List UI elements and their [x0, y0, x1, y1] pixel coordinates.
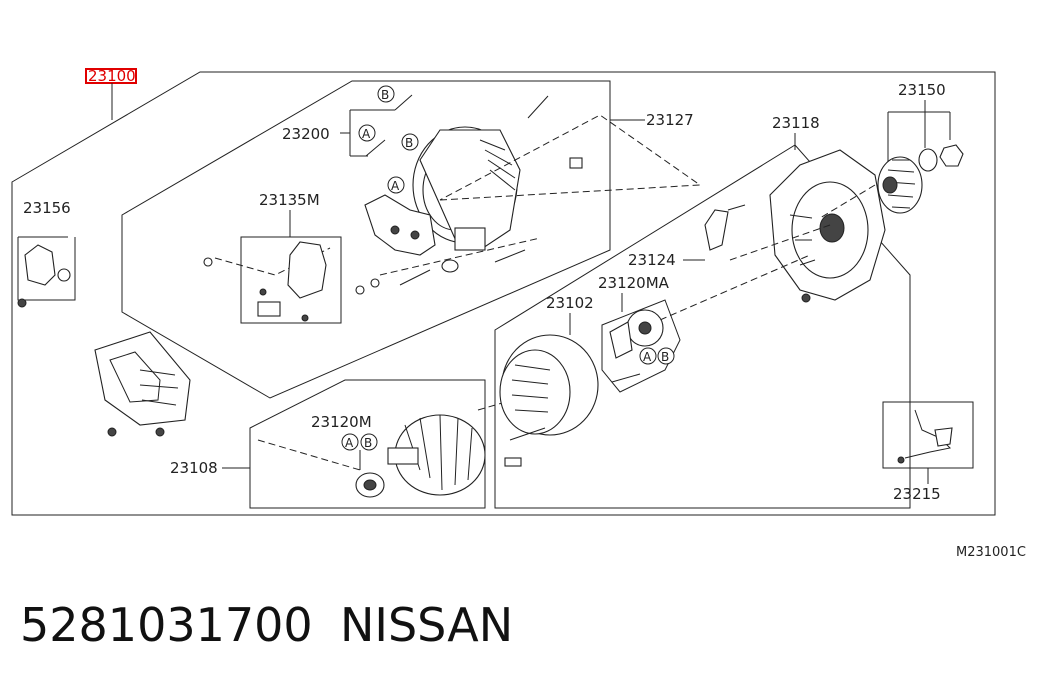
front-bracket-part	[769, 149, 886, 303]
assembly-frame	[11, 71, 996, 516]
svg-text:B: B	[364, 436, 372, 450]
marker-b-top: B	[377, 85, 395, 103]
svg-text:B: B	[381, 88, 389, 102]
svg-text:A: A	[362, 127, 371, 141]
front-bearing-part	[609, 309, 664, 383]
marker-a-front: A	[639, 347, 657, 365]
regulator-part	[257, 241, 327, 322]
marker-a-rotor: A	[341, 433, 359, 451]
part-number: 5281031700	[20, 598, 313, 652]
label-23120MA[interactable]: 23120MA	[598, 274, 670, 292]
harness-part	[897, 409, 953, 464]
label-23108[interactable]: 23108	[170, 459, 218, 477]
rectifier	[364, 194, 436, 256]
terminal-part	[17, 244, 71, 308]
rotor-part	[355, 414, 486, 498]
svg-text:B: B	[661, 350, 669, 364]
harness-box	[882, 401, 974, 469]
main-assembly-number: 23100	[88, 67, 136, 85]
marker-b-rotor: B	[360, 433, 378, 451]
bracket-plate	[704, 209, 729, 251]
rear-cover	[94, 331, 191, 437]
stator-part	[499, 334, 599, 467]
label-23156[interactable]: 23156	[23, 199, 71, 217]
label-23120M[interactable]: 23120M	[311, 413, 372, 431]
front-bracket-group	[494, 144, 911, 509]
rotor-group	[249, 379, 486, 509]
label-23102[interactable]: 23102	[546, 294, 594, 312]
main-assembly-label[interactable]: 23100	[85, 67, 137, 85]
bolts-rear	[203, 94, 583, 295]
pulley-part	[877, 144, 964, 214]
marker-a-left: A	[358, 124, 376, 142]
label-23135M[interactable]: 23135M	[259, 191, 320, 209]
diagram-code: M231001C	[956, 545, 1026, 560]
marker-b-front: B	[657, 347, 675, 365]
front-bearing-group	[601, 299, 681, 393]
svg-text:A: A	[345, 436, 354, 450]
label-23124[interactable]: 23124	[628, 251, 676, 269]
rear-bracket-group	[121, 80, 611, 399]
label-23200[interactable]: 23200	[282, 125, 330, 143]
marker-b-mid: B	[401, 133, 419, 151]
rear-housing	[412, 126, 521, 251]
marker-a-mid: A	[387, 176, 405, 194]
brand-name: NISSAN	[340, 598, 514, 652]
regulator-box	[240, 236, 342, 324]
label-23150[interactable]: 23150	[898, 81, 946, 99]
label-23127[interactable]: 23127	[646, 111, 694, 129]
svg-text:A: A	[391, 179, 400, 193]
label-23118[interactable]: 23118	[772, 114, 820, 132]
label-23215[interactable]: 23215	[893, 485, 941, 503]
svg-text:B: B	[405, 136, 413, 150]
svg-text:A: A	[643, 350, 652, 364]
